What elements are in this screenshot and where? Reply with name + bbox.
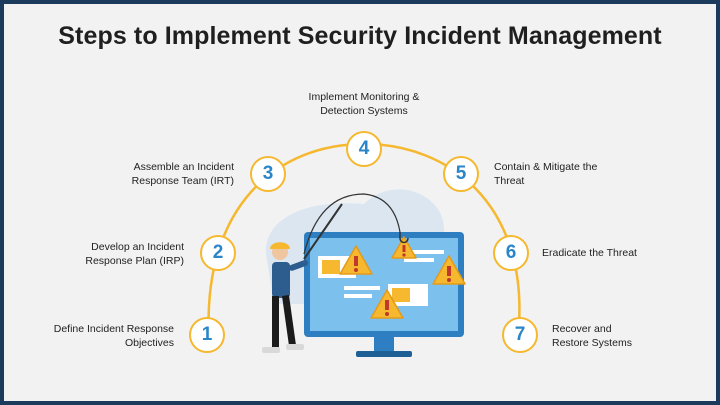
step-5-badge: 5 bbox=[443, 156, 479, 192]
step-7-badge: 7 bbox=[502, 317, 538, 353]
warning-icon bbox=[432, 255, 466, 285]
warning-icon bbox=[339, 245, 373, 275]
step-4-label: Implement Monitoring &Detection Systems bbox=[308, 91, 420, 117]
warning-icon bbox=[370, 289, 404, 319]
step-3-badge: 3 bbox=[250, 156, 286, 192]
warning-icon bbox=[391, 236, 417, 259]
step-6-badge: 6 bbox=[493, 235, 529, 271]
hacker-figure bbox=[262, 203, 343, 353]
page-title: Steps to Implement Security Incident Man… bbox=[58, 22, 662, 50]
step-2-badge: 2 bbox=[200, 235, 236, 271]
step-4-badge: 4 bbox=[346, 131, 382, 167]
step-1-badge: 1 bbox=[189, 317, 225, 353]
fishing-hook-icon bbox=[303, 193, 409, 255]
slide-frame: Steps to Implement Security Incident Man… bbox=[4, 4, 716, 401]
step-6-label: Eradicate the Threat bbox=[542, 247, 637, 259]
